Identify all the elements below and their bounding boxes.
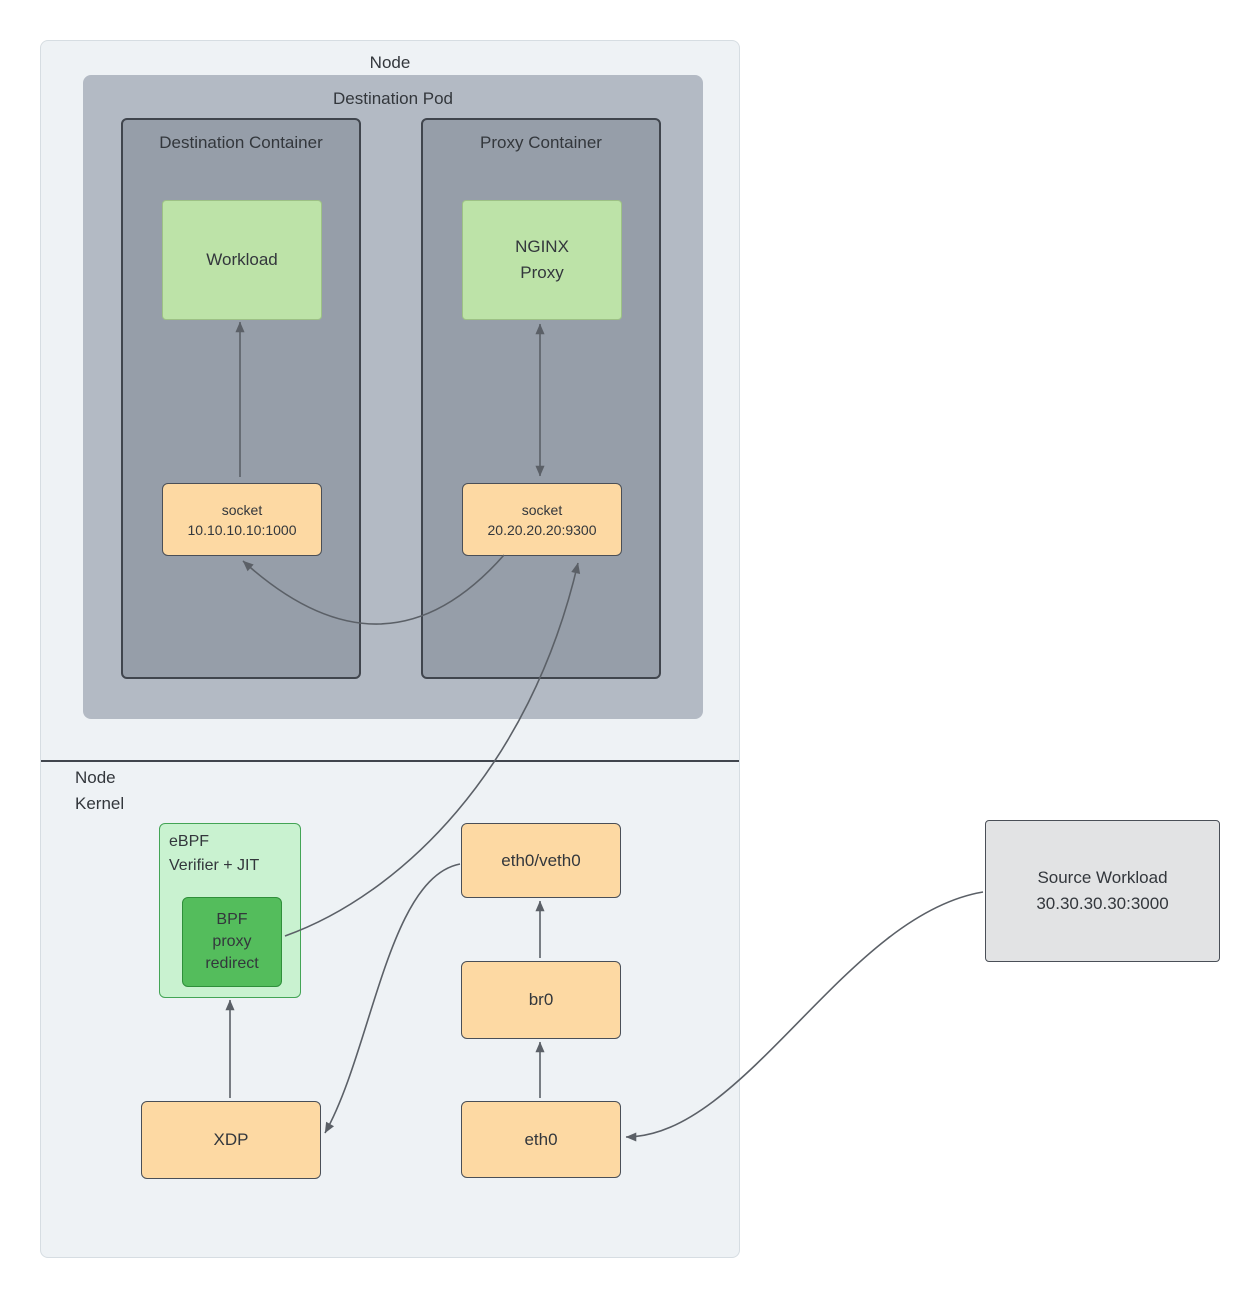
destination-pod: Destination Pod Destination Container Wo…: [83, 75, 703, 719]
node-kernel-divider: [41, 760, 739, 762]
destination-container-title: Destination Container: [159, 133, 323, 152]
br0-label: br0: [528, 990, 554, 1009]
socket-proxy-label: socket 20.20.20.20:9300: [487, 501, 597, 538]
nginx-proxy-box: NGINX Proxy: [462, 200, 622, 320]
node-kernel-label: Node Kernel: [75, 768, 125, 813]
node-box: Node Destination Pod Destination Contain…: [40, 40, 740, 1258]
workload-label: Workload: [206, 250, 278, 269]
proxy-container: Proxy Container NGINX Proxy socket 20.20…: [421, 118, 661, 679]
ebpf-verifier-box: eBPF Verifier + JIT BPF proxy redirect: [159, 823, 301, 998]
eth0-veth0-box: eth0/veth0: [461, 823, 621, 898]
br0-box: br0: [461, 961, 621, 1039]
node-title: Node: [369, 53, 411, 72]
bpf-proxy-redirect-label: BPF proxy redirect: [205, 911, 259, 972]
source-workload-box: Source Workload 30.30.30.30:3000: [985, 820, 1220, 962]
nginx-proxy-label: NGINX Proxy: [515, 237, 569, 282]
destination-pod-title: Destination Pod: [332, 89, 454, 108]
eth0-label: eth0: [524, 1129, 558, 1149]
socket-destination-label: socket 10.10.10.10:1000: [187, 501, 297, 538]
xdp-box: XDP: [141, 1101, 321, 1179]
socket-proxy-box: socket 20.20.20.20:9300: [462, 483, 622, 556]
eth0-veth0-label: eth0/veth0: [501, 850, 581, 870]
ebpf-verifier-label: eBPF Verifier + JIT: [169, 833, 260, 874]
destination-container: Destination Container Workload socket 10…: [121, 118, 361, 679]
xdp-label: XDP: [213, 1130, 249, 1149]
source-workload-label: Source Workload 30.30.30.30:3000: [1036, 868, 1169, 913]
bpf-proxy-redirect-box: BPF proxy redirect: [182, 897, 282, 987]
socket-destination-box: socket 10.10.10.10:1000: [162, 483, 322, 556]
workload-box: Workload: [162, 200, 322, 320]
eth0-box: eth0: [461, 1101, 621, 1178]
proxy-container-title: Proxy Container: [480, 133, 602, 152]
